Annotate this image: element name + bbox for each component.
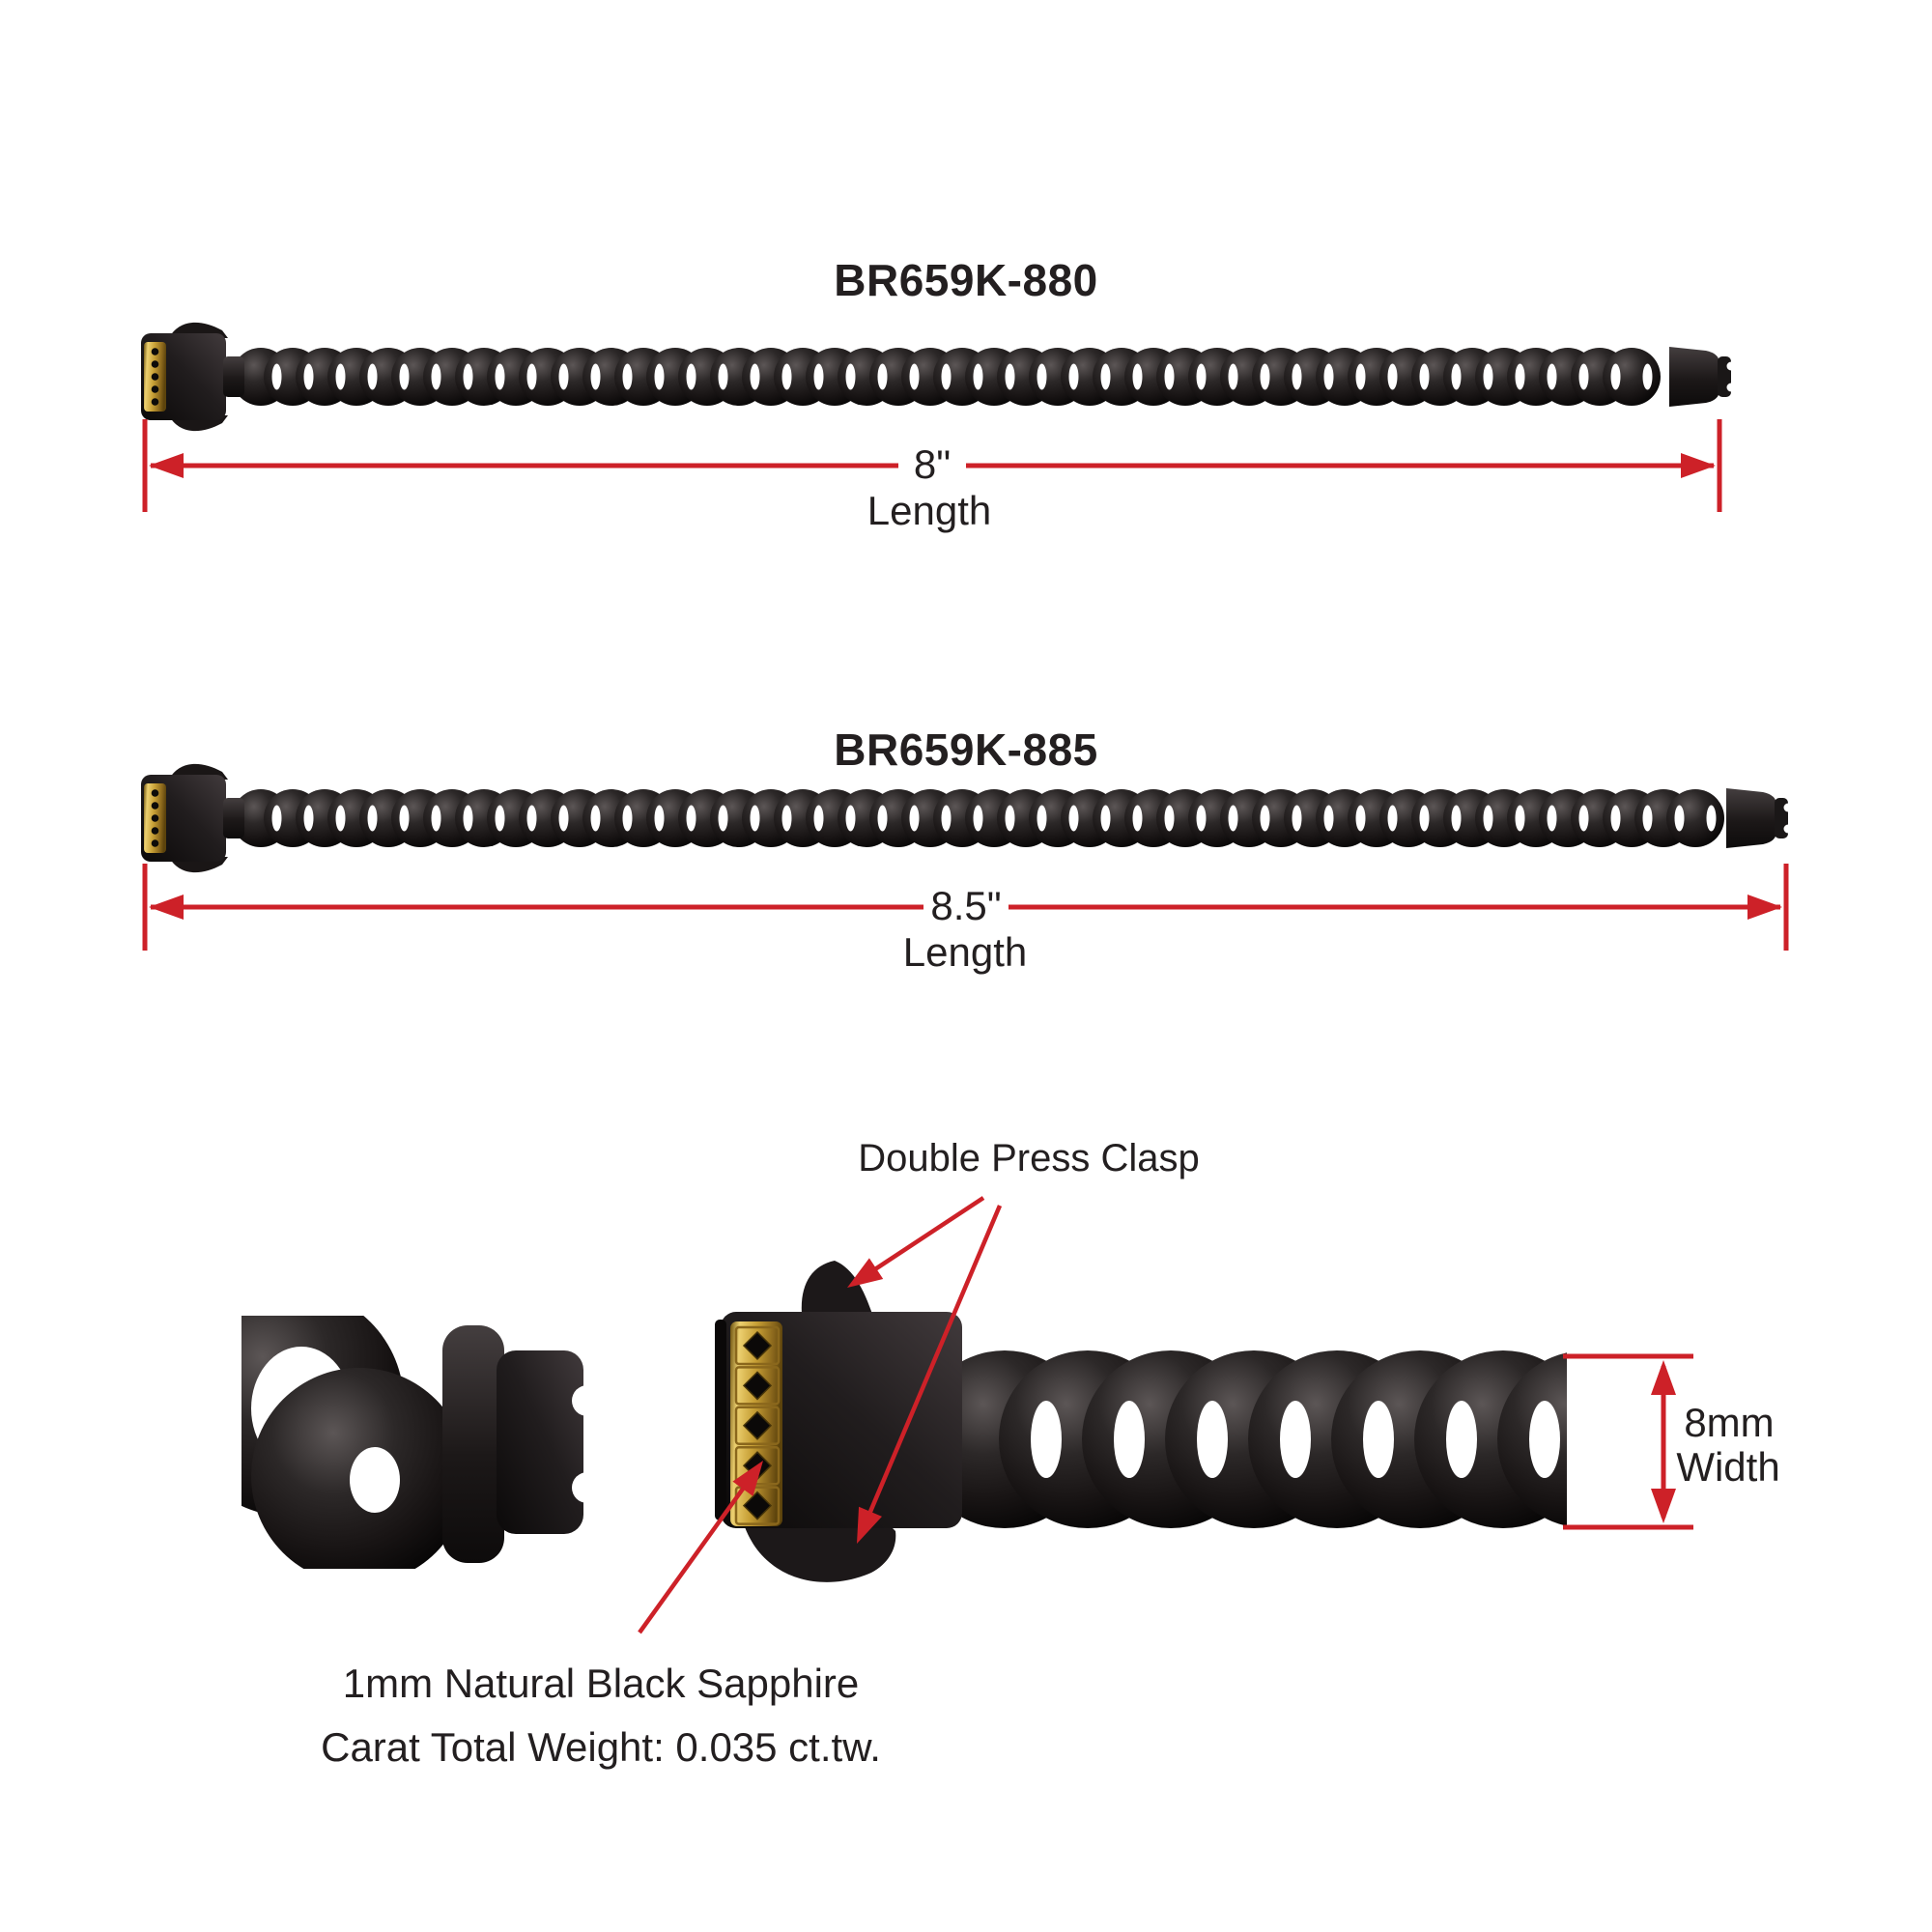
width-value: 8mm — [1684, 1400, 1775, 1445]
sapphire-note-line2: Carat Total Weight: 0.035 ct.tw. — [321, 1724, 881, 1770]
gem-strip — [144, 342, 166, 412]
length-value-1: 8" — [913, 441, 952, 487]
sapphire-note-line1: 1mm Natural Black Sapphire — [342, 1661, 860, 1706]
sapphire-pointer — [638, 1461, 763, 1634]
clasp-callout-label: Double Press Clasp — [858, 1137, 1200, 1179]
bracelet-photo-2 — [141, 763, 1793, 873]
end-tab — [1669, 347, 1736, 407]
press-clasp — [141, 763, 244, 873]
length-label-1: Length — [867, 488, 992, 533]
length-dimension-1 — [142, 419, 1722, 512]
width-dimension — [1563, 1353, 1693, 1530]
gem-strip — [144, 783, 166, 853]
chain-links — [232, 348, 1661, 406]
clasp-callout-arrows — [847, 1196, 1003, 1544]
product-sku-2: BR659K-885 — [834, 724, 1098, 775]
length-value-2: 8.5" — [930, 883, 1002, 928]
closeup-chain — [954, 1350, 1567, 1528]
end-tab — [1726, 788, 1793, 848]
length-label-2: Length — [902, 929, 1028, 975]
press-clasp — [141, 322, 244, 432]
product-sku-1: BR659K-880 — [834, 255, 1098, 305]
length-dimension-2 — [142, 864, 1789, 951]
bracelet-photo-1 — [141, 322, 1736, 432]
closeup-left-end — [242, 1316, 591, 1569]
width-label: Width — [1676, 1444, 1780, 1490]
chain-links — [232, 789, 1724, 847]
closeup-clasp — [715, 1261, 962, 1582]
